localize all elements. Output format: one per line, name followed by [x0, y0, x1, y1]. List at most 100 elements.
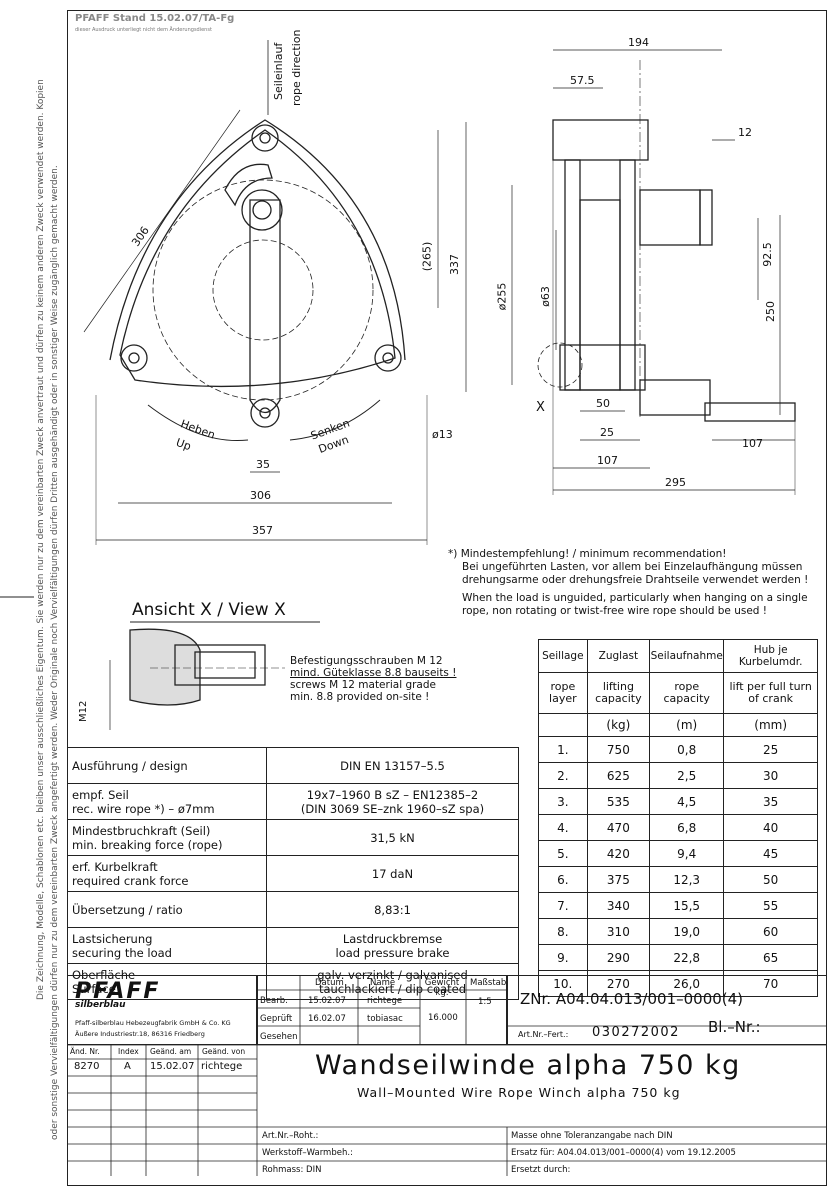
th-seilaufnahme: Seilaufnahme	[649, 639, 725, 673]
unit-m: (m)	[649, 713, 725, 737]
rope-recommendation-note: *) Mindestempfehlung! / minimum recommen…	[448, 548, 809, 617]
revision-stamp: PFAFF Stand 15.02.07/TA-Fg	[75, 13, 235, 24]
rev-by: richtege	[201, 1061, 243, 1072]
rev-date: 15.02.07	[150, 1061, 195, 1072]
bearb-name: richtege	[367, 996, 403, 1006]
replaces-note: Ersatz für: A04.04.013/001–0000(4) vom 1…	[511, 1148, 736, 1158]
mount-hole-right	[374, 344, 402, 372]
rope-table-cell: 6,8	[649, 814, 725, 841]
view-x-title: Ansicht X / View X	[132, 600, 286, 620]
rope-table-cell: 60	[723, 918, 818, 945]
rope-table-cell: 750	[586, 736, 651, 763]
logo-box	[67, 975, 257, 1045]
drawing-sheet-border	[67, 10, 827, 1186]
bearb-date: 15.02.07	[308, 996, 346, 1006]
raw-size-label: Rohmass: DIN	[262, 1165, 322, 1175]
spec-value: 17 daN	[266, 855, 519, 892]
rope-table-cell: 420	[586, 840, 651, 867]
rev-col-by: Geänd. von	[202, 1047, 246, 1056]
col-gewicht: Gewicht kg:	[424, 978, 460, 998]
stamp-note: dieser Ausdruck unterliegt nicht dem Änd…	[75, 27, 212, 33]
company-address: Äußere Industriestr.18, 86316 Friedberg	[75, 1030, 205, 1038]
tolerance-note: Masse ohne Toleranzangabe nach DIN	[511, 1131, 673, 1141]
rope-table-cell: 65	[723, 944, 818, 971]
rev-col-index: Index	[118, 1047, 139, 1056]
bearb-label: Bearb.	[260, 996, 288, 1006]
rope-table-cell: 470	[586, 814, 651, 841]
scale-value: 1:5	[478, 997, 492, 1007]
dim-50: 50	[596, 397, 610, 410]
bolt-note: Befestigungsschrauben M 12 mind. Gütekla…	[290, 655, 457, 703]
unit-layer	[538, 713, 588, 737]
gepr-label: Geprüft	[260, 1014, 293, 1024]
spec-label: Ausführung / design	[67, 747, 267, 784]
pfaff-logo: PFAFF silberblau	[75, 979, 161, 1010]
drawing-title-en: Wall–Mounted Wire Rope Winch alpha 750 k…	[357, 1085, 681, 1100]
rope-table-cell: 70	[723, 970, 818, 997]
crank-handle-hub	[250, 398, 280, 428]
dim-25: 25	[600, 426, 614, 439]
crank-handle-side	[704, 402, 796, 422]
unit-mm: (mm)	[723, 713, 818, 737]
rev-col-date: Geänd. am	[150, 1047, 192, 1056]
rope-table-cell: 270	[586, 970, 651, 997]
side-top-bracket	[552, 119, 649, 161]
rope-table-cell: 310	[586, 918, 651, 945]
unit-kg: (kg)	[586, 713, 651, 737]
wall-section	[129, 628, 201, 706]
spec-label: Mindestbruchkraft (Seil)min. breaking fo…	[67, 819, 267, 856]
rope-table-cell: 30	[723, 762, 818, 789]
rope-table-cell: 55	[723, 892, 818, 919]
dim-12: 12	[738, 126, 752, 139]
dim-57-5: 57.5	[570, 74, 595, 87]
rope-table-cell: 4.	[538, 814, 588, 841]
rope-table-cell: 9,4	[649, 840, 725, 867]
dim-13: ø13	[432, 428, 453, 441]
weight-value: 16.000	[428, 1013, 458, 1023]
spec-label: Übersetzung / ratio	[67, 891, 267, 928]
rope-table-cell: 0,8	[649, 736, 725, 763]
rev-col-nr: Änd. Nr.	[70, 1047, 100, 1056]
drawing-number-box	[507, 975, 827, 1045]
rev-index: A	[124, 1061, 131, 1072]
rope-table-cell: 45	[723, 840, 818, 867]
rope-table-cell: 12,3	[649, 866, 725, 893]
th-rope-capacity: rope capacity	[649, 672, 725, 714]
rope-table-cell: 10.	[538, 970, 588, 997]
rope-table-cell: 22,8	[649, 944, 725, 971]
dim-107-left: 107	[597, 454, 618, 467]
dim-35: 35	[256, 458, 270, 471]
rope-table-cell: 2.	[538, 762, 588, 789]
raw-article-label: Art.Nr.–Roht.:	[262, 1131, 319, 1141]
rope-table-cell: 3.	[538, 788, 588, 815]
side-hub	[559, 344, 646, 391]
rope-table-cell: 25	[723, 736, 818, 763]
rope-table-cell: 1.	[538, 736, 588, 763]
rope-table-cell: 4,5	[649, 788, 725, 815]
gepr-date: 16.02.07	[308, 1014, 346, 1024]
drawing-number: ZNr. A04.04.013/001–0000(4)	[520, 990, 744, 1008]
rope-table-cell: 625	[586, 762, 651, 789]
rope-table-cell: 26,0	[649, 970, 725, 997]
article-label: Art.Nr.–Fert.:	[518, 1030, 569, 1039]
col-datum: Datum	[315, 978, 344, 988]
th-rope-layer: rope layer	[538, 672, 588, 714]
crank-arm	[249, 199, 281, 414]
approval-box	[257, 975, 507, 1045]
spec-row: Mindestbruchkraft (Seil)min. breaking fo…	[67, 819, 519, 856]
spec-value: DIN EN 13157–5.5	[266, 747, 519, 784]
dim-357: 357	[252, 524, 273, 537]
dim-194: 194	[628, 36, 649, 49]
rope-table-cell: 7.	[538, 892, 588, 919]
